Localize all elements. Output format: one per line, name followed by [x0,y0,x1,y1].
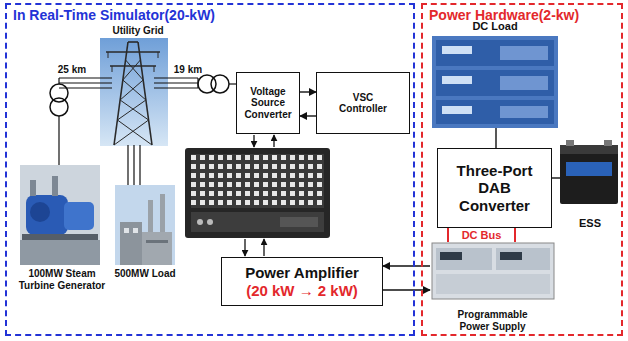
picture-label: 100MW Steam Turbine Generator [16,268,108,291]
box-label: VSC Controller [333,92,393,115]
simulator-rack [185,148,330,238]
battery-picture [560,140,618,204]
signal-arrows [245,135,274,256]
equipment-label: DC Load [472,20,517,33]
equipment-node: DC Load [430,20,560,128]
box-label: Three-Port DAB Converter [450,162,540,214]
connector [448,228,515,242]
equipment-node: ESS [560,140,620,230]
transformer-symbol [50,75,229,116]
bus-label: DC Bus [460,229,504,241]
picture-label: Utility Grid [108,25,168,37]
connector [495,128,496,148]
process-box: Power Amplifier(20 kW → 2 kW) [221,257,383,306]
process-box: VSC Controller [316,72,410,134]
dc-load-picture [432,36,558,128]
connector [552,177,560,178]
equipment-label: Programmable Power Supply [451,309,535,332]
turbine-picture [20,165,100,265]
equipment-node: Programmable Power Supply [430,242,555,332]
region-title: In Real-Time Simulator(20-kW) [13,7,407,23]
equipment-label: ESS [579,217,601,230]
region-panel: Power Hardware(2-kw)DC LoadThree-Port DA… [421,3,623,336]
connector [300,91,316,92]
tower-picture [100,38,168,146]
process-box: Voltage Source Converter [236,72,300,134]
process-box: Three-Port DAB Converter [437,148,552,228]
region-title: Power Hardware(2-kw) [429,7,615,23]
box-label: Voltage Source Converter [241,86,295,121]
box-subtitle: (20 kW → 2 kW) [246,282,358,299]
plant-picture [115,185,175,265]
picture-label: 500MW Load [110,268,180,280]
distance-label: 19 km [168,64,208,76]
distance-label: 25 km [52,64,92,76]
box-title: Power Amplifier [245,264,359,281]
connector [300,115,316,116]
power-supply-picture [432,243,554,299]
